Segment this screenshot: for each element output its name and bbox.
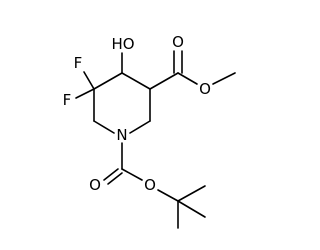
bond-c5-f2: [75, 88, 95, 99]
bond-tbu-methyl-2: [177, 185, 206, 202]
bond-tbu-methyl-3: [177, 200, 206, 218]
atom-label-ester-o-methoxy: O: [199, 80, 211, 98]
atom-label-ester-o-carbonyl: O: [172, 33, 184, 51]
atom-label-f2: F: [63, 91, 72, 109]
bond-c5-c4: [93, 72, 123, 90]
atom-label-f1: F: [74, 54, 83, 72]
bond-c5-f1: [83, 71, 95, 90]
bond-n-c6: [93, 120, 115, 134]
bond-c3-ester-c: [149, 72, 179, 90]
molecule-structure: HO F F N O O O O: [63, 33, 236, 229]
bond-ester-o-methyl: [212, 72, 236, 85]
bond-ester-c-o-single: [177, 72, 198, 85]
bond-c4-c3: [121, 72, 151, 90]
atom-label-oh: HO: [111, 35, 134, 53]
atom-label-boc-o-ether: O: [144, 176, 156, 194]
bond-c2-n: [129, 120, 151, 134]
bond-boc-o-tbu: [157, 189, 179, 202]
bond-boc-c-o-double-1: [103, 168, 119, 181]
atom-label-boc-o-carbonyl: O: [89, 176, 101, 194]
atom-label-n: N: [116, 126, 127, 144]
bond-boc-c-o-single: [121, 168, 143, 181]
bond-boc-c-o-double-2: [107, 172, 123, 185]
